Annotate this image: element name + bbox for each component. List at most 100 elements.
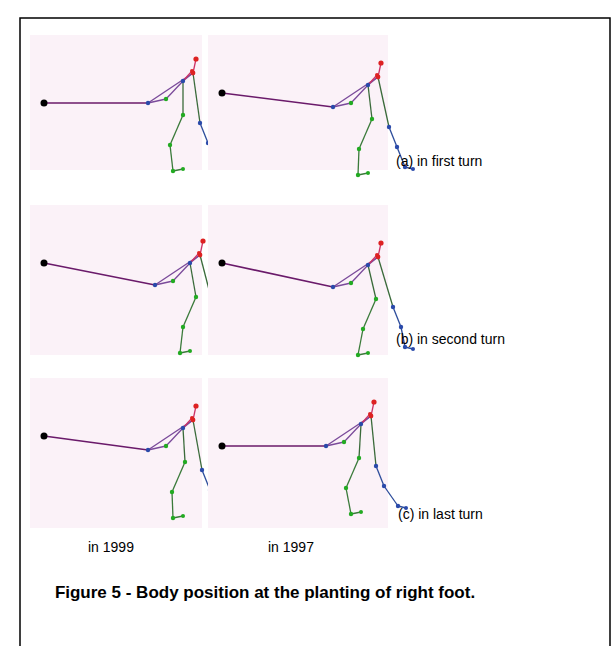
- hammer-wire: [44, 263, 155, 285]
- joint-marker: [170, 490, 174, 494]
- figure-border: [20, 18, 610, 646]
- joint-marker: [382, 484, 386, 488]
- joint-marker: [366, 83, 370, 87]
- joint-marker: [181, 514, 185, 518]
- joint-marker: [181, 426, 185, 430]
- joint-marker: [188, 349, 192, 353]
- year-label: in 1999: [88, 539, 134, 555]
- joint-marker: [171, 279, 175, 283]
- joint-marker: [171, 516, 175, 520]
- joint-marker: [378, 240, 383, 245]
- hammer-wire: [222, 93, 333, 107]
- joint-marker: [324, 444, 328, 448]
- joint-marker: [198, 121, 202, 125]
- joint-marker: [193, 403, 198, 408]
- joint-marker: [188, 261, 192, 265]
- joint-marker: [361, 327, 365, 331]
- body-segment: [180, 327, 183, 353]
- panel-label: (b) in second turn: [396, 331, 505, 347]
- joint-marker: [153, 283, 157, 287]
- joint-marker: [164, 444, 168, 448]
- joint-marker: [357, 456, 361, 460]
- body-segment: [190, 263, 196, 297]
- body-segment: [200, 123, 208, 143]
- hammer-wire: [222, 263, 333, 287]
- panel-ground: [30, 205, 202, 355]
- body-segment: [393, 307, 401, 327]
- body-segment: [358, 329, 363, 355]
- panel-ground: [30, 35, 202, 170]
- joint-marker: [411, 347, 415, 351]
- joint-marker: [399, 325, 403, 329]
- figure-caption: Figure 5 - Body position at the planting…: [55, 583, 475, 602]
- stick-figure-panel: [208, 35, 415, 177]
- body-segment: [183, 297, 196, 327]
- year-label-box: in 1999: [88, 538, 134, 556]
- joint-marker: [146, 448, 150, 452]
- joint-marker: [374, 464, 378, 468]
- body-segment: [359, 119, 372, 149]
- joint-marker: [356, 353, 360, 357]
- panel-ground: [208, 35, 388, 170]
- body-segment: [193, 420, 202, 470]
- panel-label-box: (c) in last turn: [398, 505, 483, 523]
- body-segment: [170, 115, 183, 145]
- body-segment: [368, 265, 376, 299]
- joint-marker: [349, 512, 353, 516]
- joint-marker: [366, 351, 370, 355]
- body-segment: [371, 416, 376, 466]
- body-segment: [389, 127, 397, 147]
- joint-marker: [370, 117, 374, 121]
- joint-marker: [193, 56, 198, 61]
- joint-marker: [366, 171, 370, 175]
- joint-marker: [357, 147, 361, 151]
- caption-box: Figure 5 - Body position at the planting…: [30, 582, 500, 604]
- joint-marker: [164, 97, 168, 101]
- body-segment: [368, 85, 372, 119]
- joint-marker: [146, 101, 150, 105]
- joint-marker: [181, 113, 185, 117]
- stick-figure-panel: [30, 35, 230, 173]
- stick-figure-panel: [208, 205, 415, 357]
- joint-marker: [359, 422, 363, 426]
- panel-ground: [30, 378, 202, 528]
- joint-marker: [200, 468, 204, 472]
- joint-marker: [190, 69, 194, 73]
- hammer-wire: [44, 102, 148, 104]
- body-segment: [359, 424, 361, 458]
- joint-marker: [178, 351, 182, 355]
- joint-marker: [359, 510, 363, 514]
- hammer-ball: [41, 100, 48, 107]
- panel-label-box: (b) in second turn: [396, 330, 505, 348]
- hammer-ball: [41, 260, 48, 267]
- joint-marker: [168, 143, 172, 147]
- joint-marker: [349, 281, 353, 285]
- year-label-box: in 1997: [268, 538, 314, 556]
- stick-figure-panel: [30, 378, 230, 528]
- joint-marker: [342, 440, 346, 444]
- body-segment: [172, 462, 185, 492]
- body-segment: [363, 299, 376, 329]
- body-segment: [384, 486, 398, 506]
- stick-figure-panel: [208, 378, 408, 528]
- joint-marker: [194, 295, 198, 299]
- joint-marker: [356, 173, 360, 177]
- year-label: in 1997: [268, 539, 314, 555]
- joint-marker: [171, 169, 175, 173]
- hammer-ball: [219, 90, 226, 97]
- joint-marker: [374, 297, 378, 301]
- joint-marker: [331, 105, 335, 109]
- body-segment: [346, 458, 359, 488]
- body-segment: [170, 145, 173, 171]
- body-segment: [378, 77, 389, 127]
- stick-figure-panel: [30, 205, 237, 355]
- hammer-wire: [222, 445, 326, 447]
- hammer-wire: [44, 436, 148, 450]
- joint-marker: [197, 251, 201, 255]
- joint-marker: [200, 238, 205, 243]
- body-segment: [346, 488, 351, 514]
- panel-label-box: (a) in first turn: [396, 152, 482, 170]
- joint-marker: [368, 412, 372, 416]
- joint-marker: [331, 285, 335, 289]
- body-segment: [182, 81, 183, 115]
